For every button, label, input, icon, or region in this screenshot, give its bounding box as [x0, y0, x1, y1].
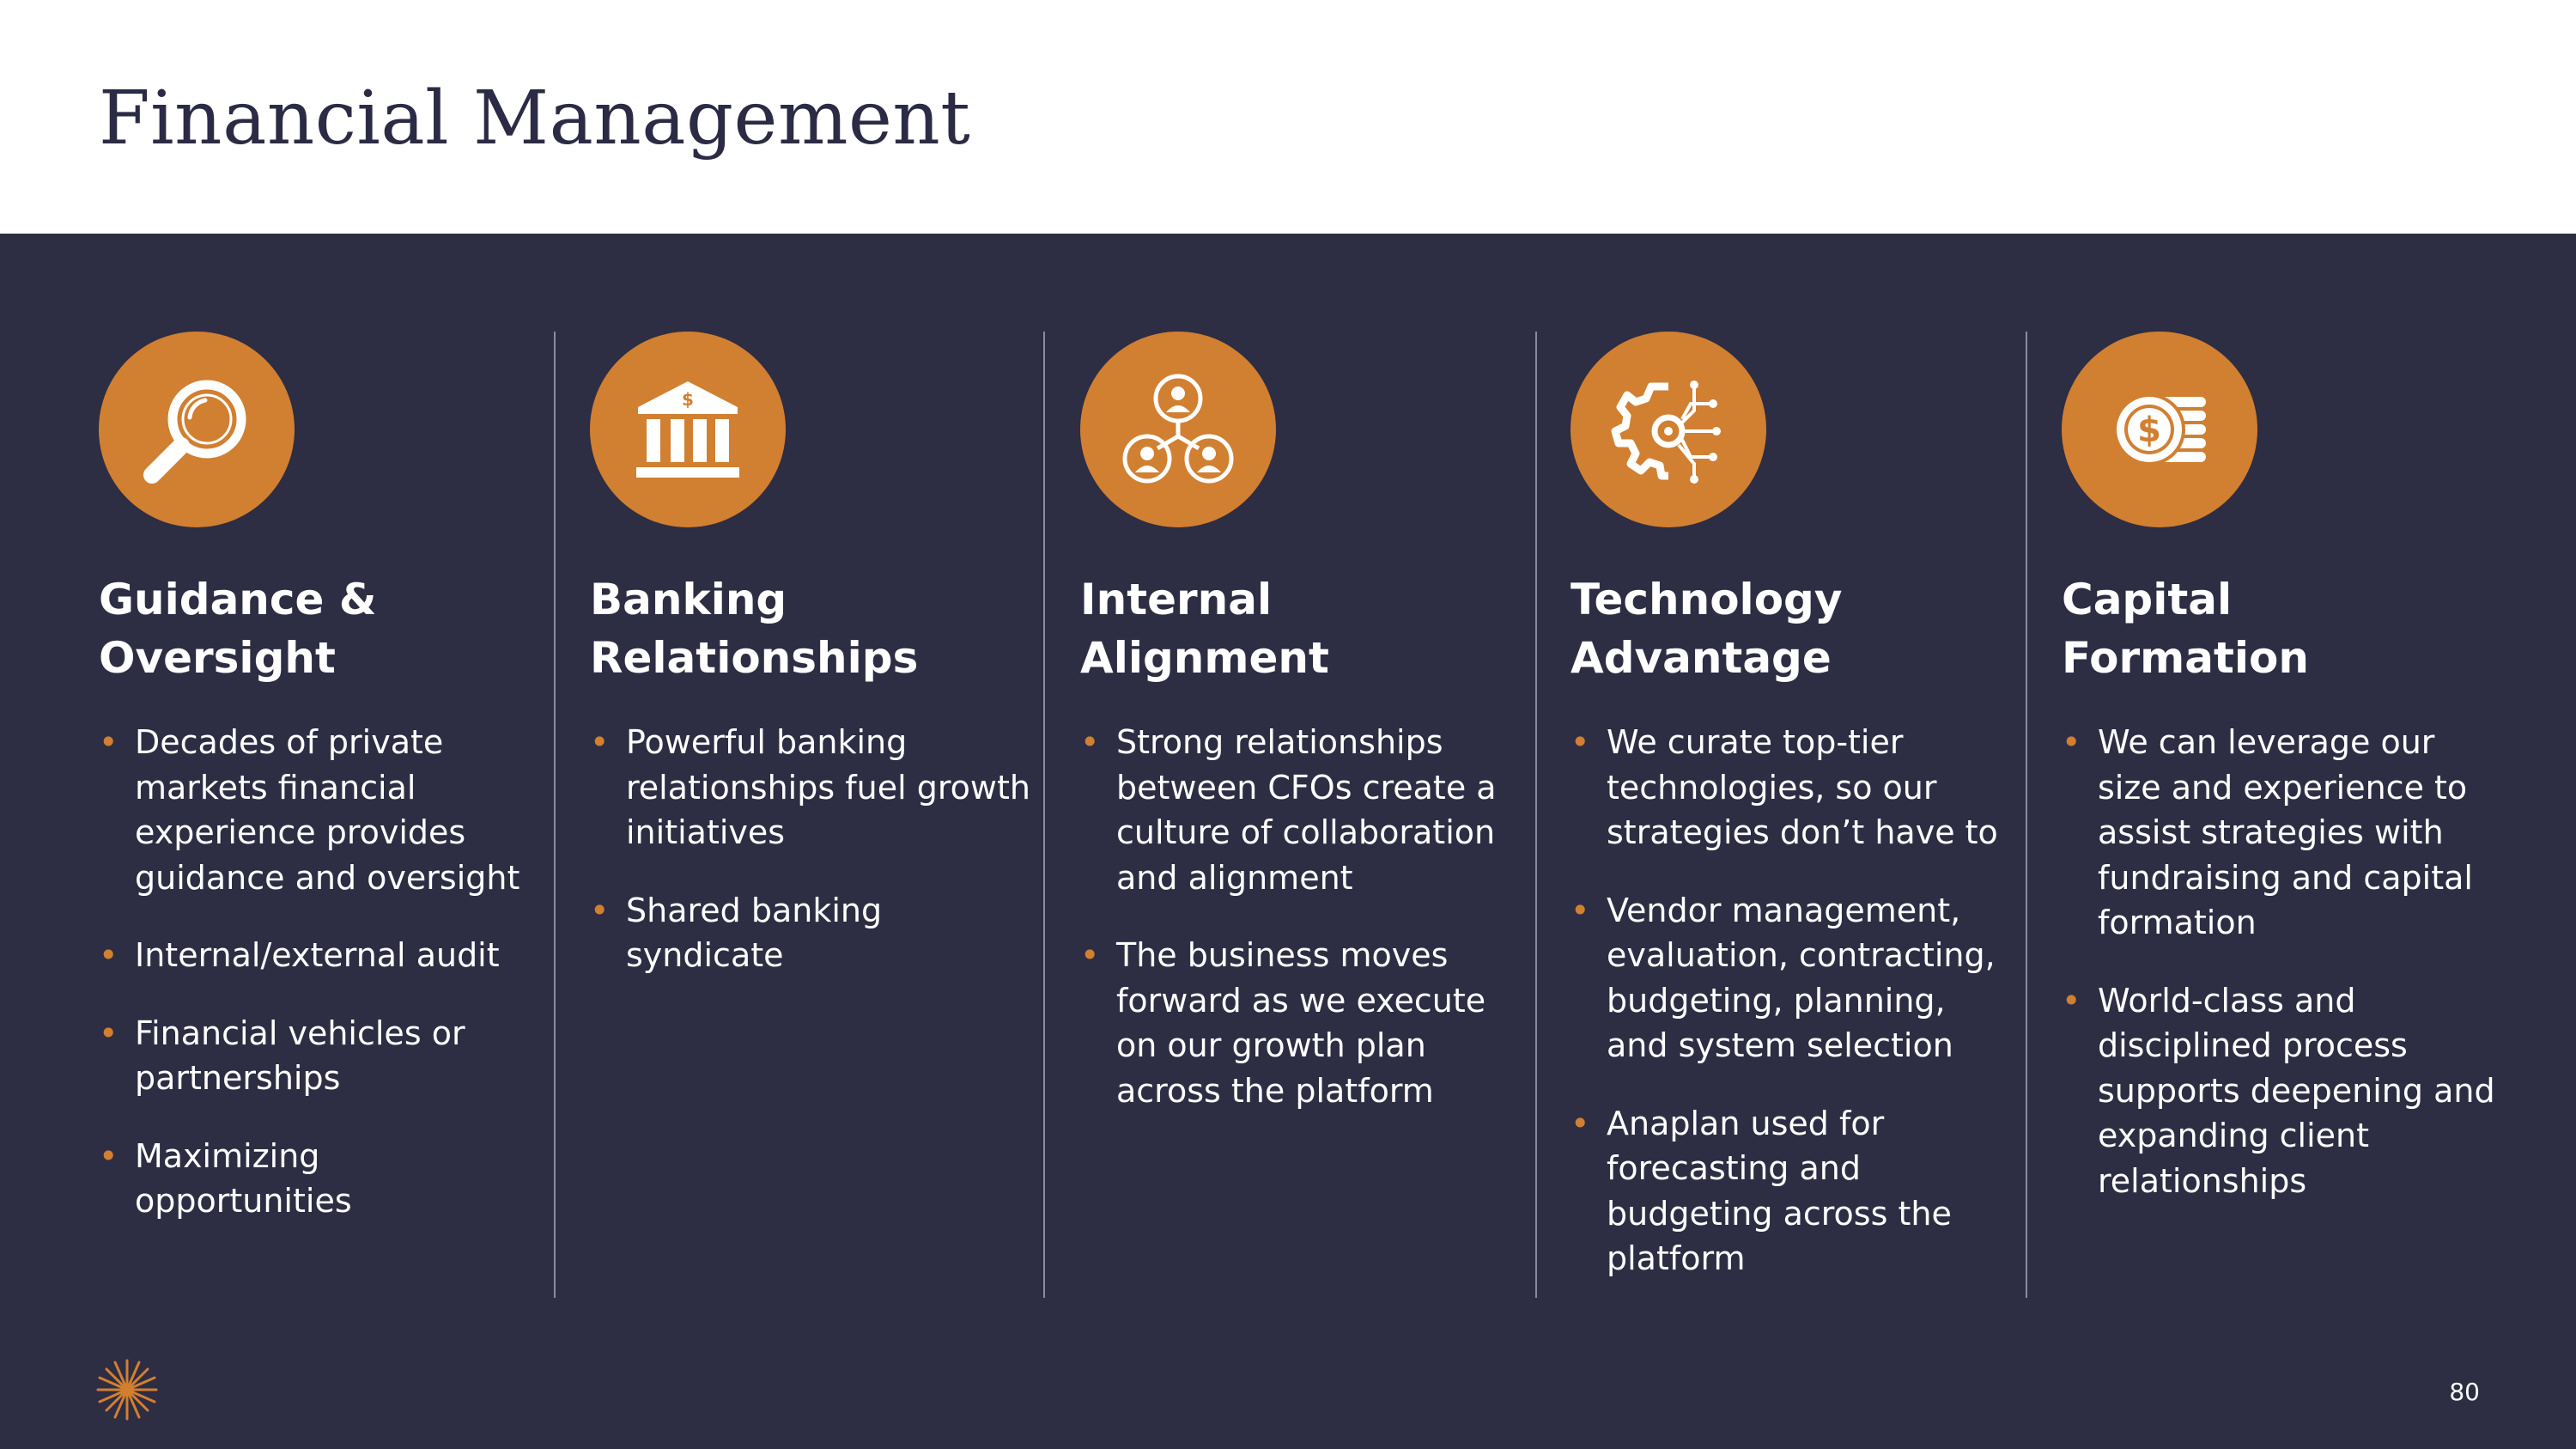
page-number: 80 — [2449, 1378, 2480, 1406]
column-title-line: Formation — [2062, 633, 2309, 683]
bullet-item: Powerful banking relationships fuel grow… — [590, 720, 1036, 855]
column-title-line: Alignment — [1080, 633, 1329, 683]
people-network-icon — [1080, 332, 1276, 527]
column-banking-relationships: $ Banking Relationships Powerful banking… — [590, 332, 1036, 1011]
column-title: Capital Formation — [2062, 570, 2508, 687]
column-title: Guidance & Oversight — [99, 570, 545, 687]
column-guidance-oversight: Guidance & Oversight Decades of private … — [99, 332, 545, 1257]
tech-gear-circuit-icon — [1571, 332, 1766, 527]
bullet-item: Shared banking syndicate — [590, 888, 1036, 978]
page-title: Financial Management — [99, 76, 971, 161]
content-panel: Guidance & Oversight Decades of private … — [0, 234, 2576, 1449]
column-divider — [1043, 332, 1045, 1298]
bullet-item: Internal/external audit — [99, 933, 545, 978]
column-title-line: Capital — [2062, 575, 2233, 624]
svg-text:$: $ — [682, 389, 694, 410]
column-divider — [2026, 332, 2027, 1298]
bullet-item: Vendor management, evaluation, contracti… — [1571, 888, 2017, 1068]
bullet-list: Strong relationships between CFOs create… — [1080, 720, 1527, 1113]
svg-text:$: $ — [2137, 411, 2161, 450]
column-title-line: Advantage — [1571, 633, 1832, 683]
bullet-item: We can leverage our size and experience … — [2062, 720, 2508, 946]
company-logo-icon — [96, 1359, 158, 1421]
bullet-list: Powerful banking relationships fuel grow… — [590, 720, 1036, 978]
bullet-list: We curate top-tier technologies, so our … — [1571, 720, 2017, 1282]
column-title: Banking Relationships — [590, 570, 1036, 687]
bullet-item: We curate top-tier technologies, so our … — [1571, 720, 2017, 855]
bullet-item: Financial vehicles or partnerships — [99, 1011, 545, 1101]
column-divider — [1535, 332, 1537, 1298]
column-capital-formation: $ Capital Formation We can leverage our … — [2062, 332, 2508, 1236]
column-title-line: Oversight — [99, 633, 336, 683]
column-divider — [554, 332, 556, 1298]
bullet-item: World-class and disciplined process supp… — [2062, 978, 2508, 1204]
column-title-line: Technology — [1571, 575, 1843, 624]
coins-dollar-icon: $ — [2062, 332, 2257, 527]
column-title: Internal Alignment — [1080, 570, 1527, 687]
bullet-list: We can leverage our size and experience … — [2062, 720, 2508, 1203]
bullet-item: Strong relationships between CFOs create… — [1080, 720, 1527, 900]
column-title-line: Relationships — [590, 633, 919, 683]
column-internal-alignment: Internal Alignment Strong relationships … — [1080, 332, 1527, 1146]
bank-icon: $ — [590, 332, 786, 527]
bullet-item: The business moves forward as we execute… — [1080, 933, 1527, 1113]
bullet-item: Maximizing opportunities — [99, 1134, 545, 1224]
header: Financial Management — [0, 0, 2576, 234]
bullet-list: Decades of private markets financial exp… — [99, 720, 545, 1224]
column-title: Technology Advantage — [1571, 570, 2017, 687]
column-title-line: Guidance & — [99, 575, 377, 624]
column-technology-advantage: Technology Advantage We curate top-tier … — [1571, 332, 2017, 1314]
column-title-line: Internal — [1080, 575, 1273, 624]
bullet-item: Decades of private markets financial exp… — [99, 720, 545, 900]
bullet-item: Anaplan used for forecasting and budgeti… — [1571, 1101, 2017, 1282]
magnifier-icon — [99, 332, 295, 527]
column-title-line: Banking — [590, 575, 787, 624]
